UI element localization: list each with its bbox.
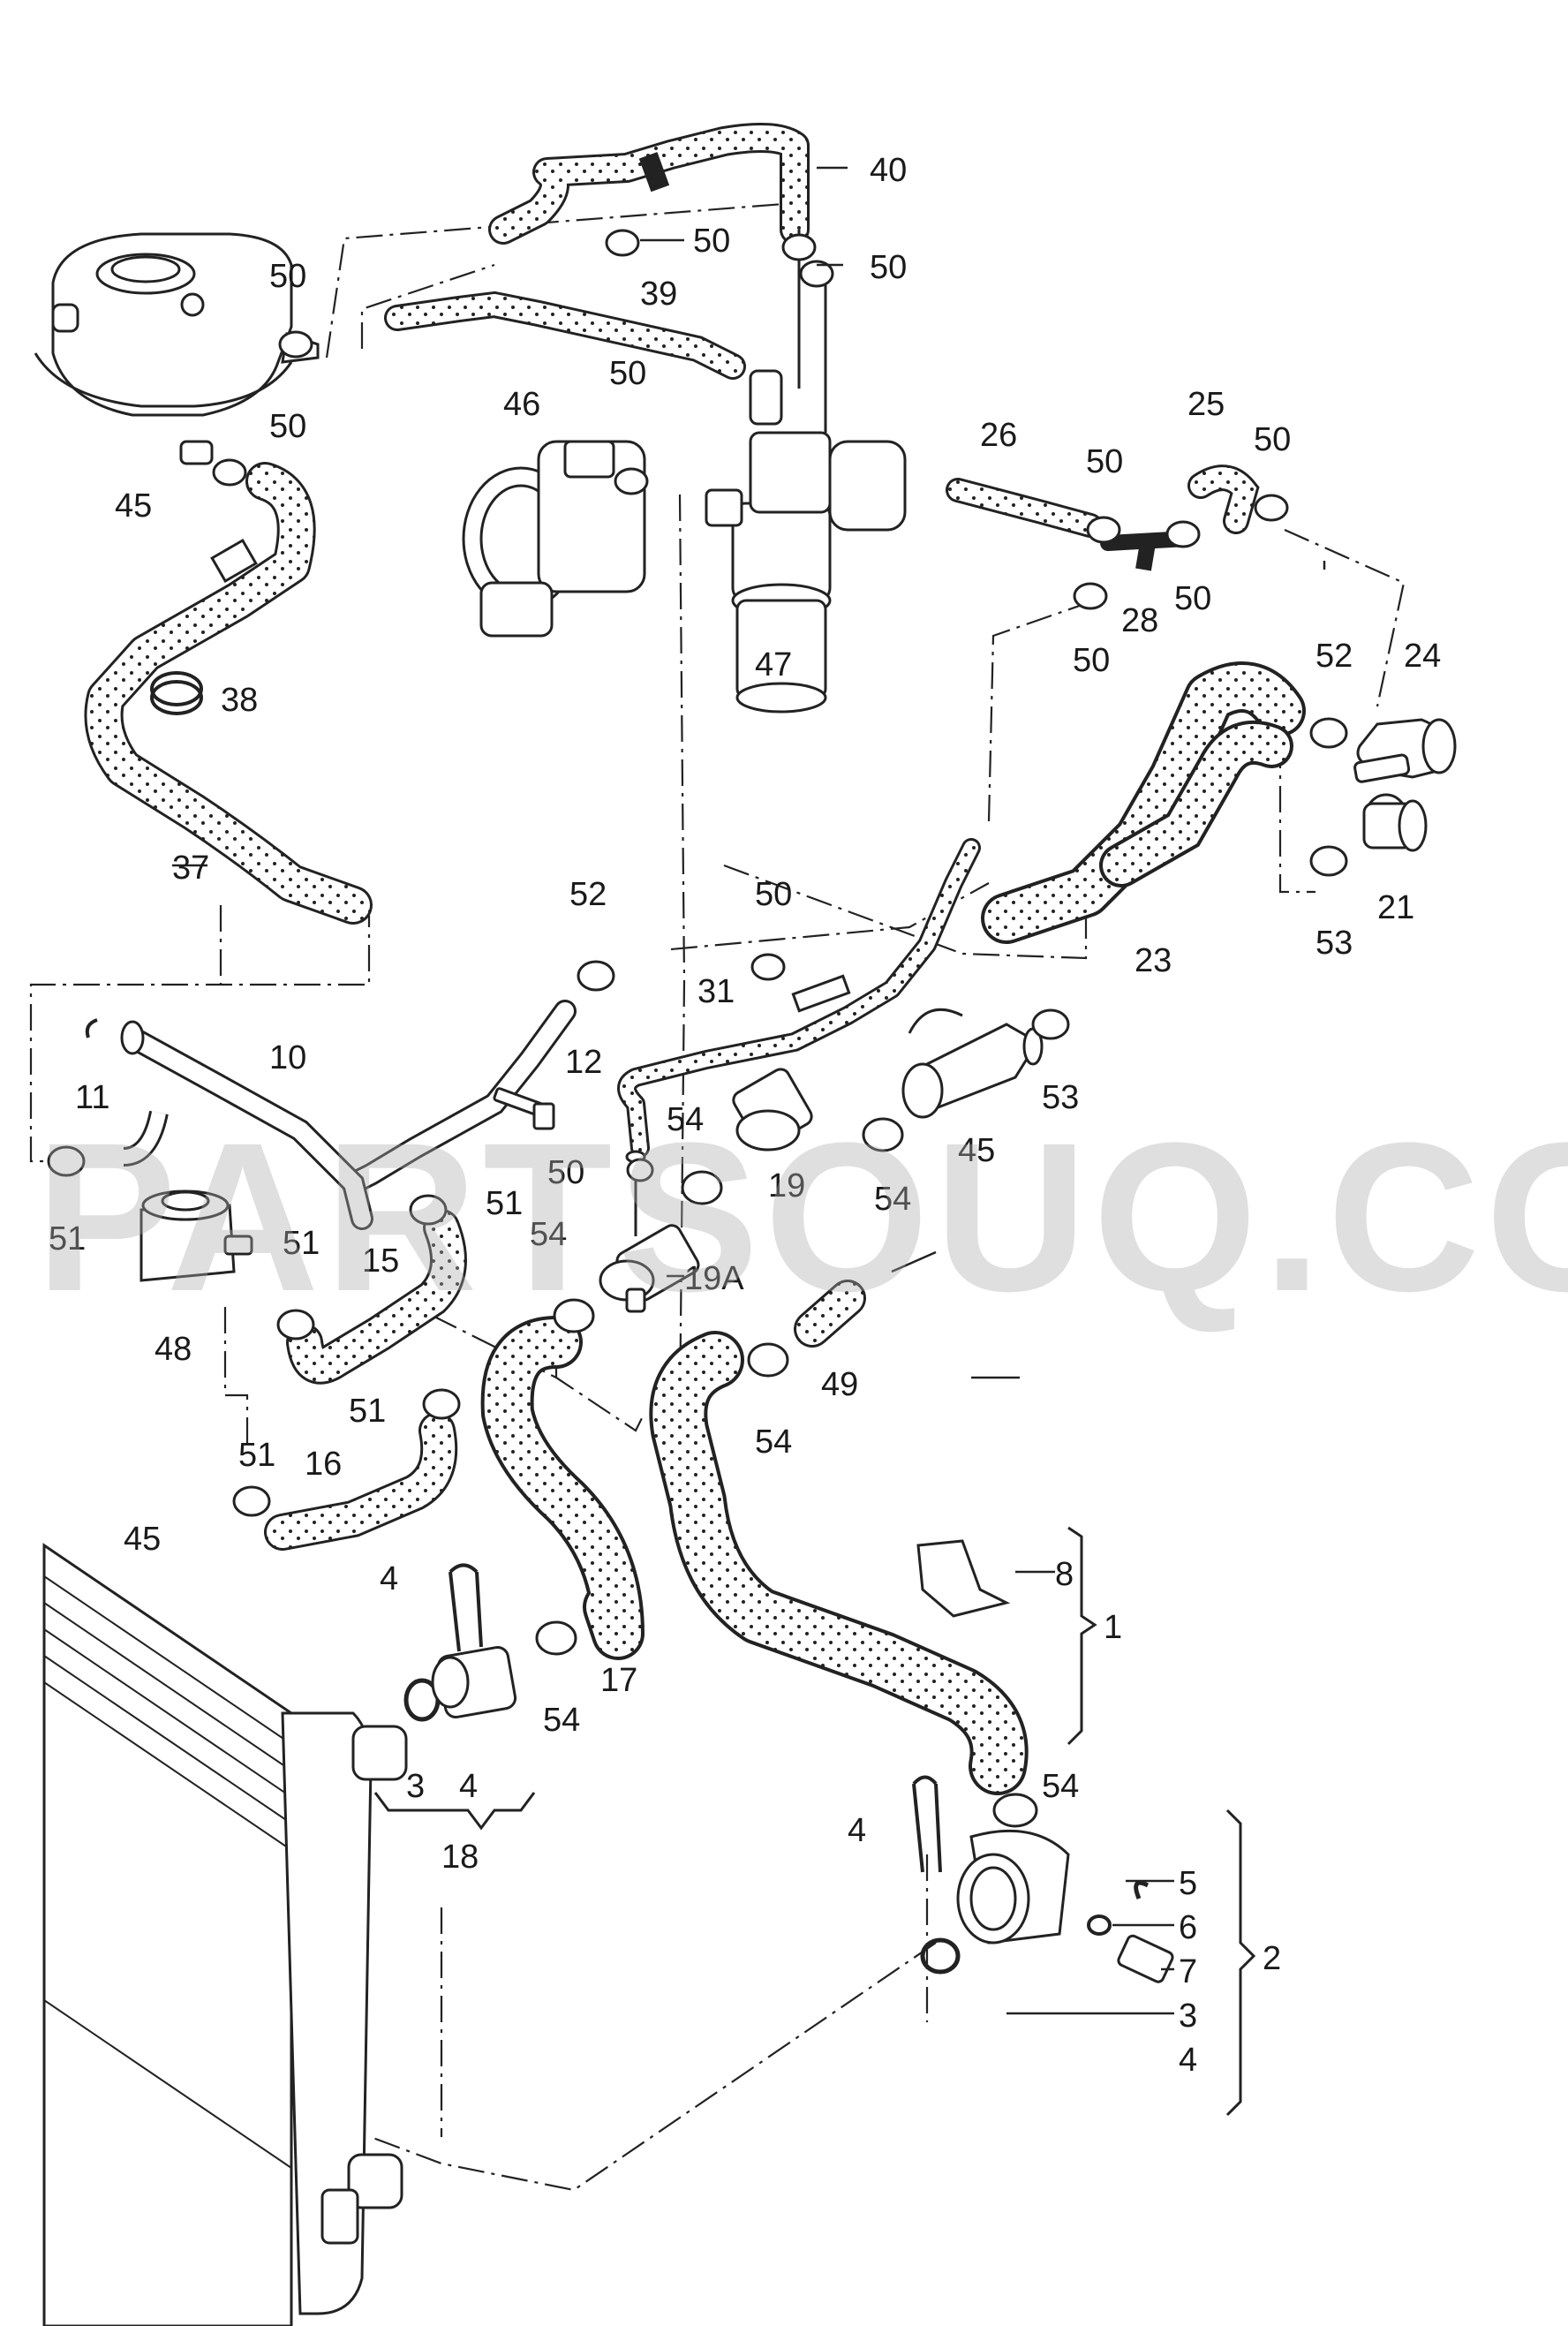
callout-23: 23 (1135, 942, 1172, 979)
bolt-12 (493, 1087, 555, 1130)
callout-54: 54 (1042, 1768, 1079, 1805)
callout-50: 50 (1174, 580, 1211, 617)
hose-37 (84, 462, 373, 925)
hoses-15-16 (264, 1209, 467, 1551)
pipe-31 (617, 838, 981, 1158)
callout-31: 31 (697, 973, 735, 1010)
coolant-valve (705, 230, 907, 714)
callout-4: 4 (459, 1768, 478, 1805)
callout-52: 52 (569, 876, 607, 913)
callout-51: 51 (238, 1437, 275, 1474)
callout-40: 40 (870, 152, 907, 189)
callout-51: 51 (49, 1220, 86, 1257)
callout-25: 25 (1187, 386, 1225, 423)
reservoir-48 (139, 1189, 253, 1282)
bracket-8 (916, 1539, 1011, 1618)
callout-4: 4 (848, 1812, 866, 1849)
hose-23 (981, 661, 1306, 944)
thermostat-housing (901, 1008, 1044, 1119)
callout-53: 53 (1042, 1079, 1079, 1116)
callout-17: 17 (600, 1662, 637, 1699)
callout-50: 50 (755, 876, 792, 913)
callout-10: 10 (269, 1039, 306, 1076)
clamp-38 (150, 671, 203, 715)
callout-50: 50 (870, 249, 907, 286)
callout-52: 52 (1315, 638, 1353, 675)
leader-lines (29, 201, 1406, 2192)
pipe-10 (85, 1000, 577, 1230)
group-braces (373, 1526, 1256, 2117)
callout-24: 24 (1404, 638, 1441, 675)
callout-15: 15 (362, 1242, 399, 1280)
callout-12: 12 (565, 1044, 602, 1081)
callout-38: 38 (221, 682, 258, 719)
throttle-body (462, 440, 646, 638)
callout-4: 4 (1179, 2042, 1197, 2079)
callout-50: 50 (693, 223, 730, 260)
callout-5: 5 (1179, 1865, 1197, 1902)
callout-50: 50 (547, 1154, 584, 1191)
callout-54: 54 (530, 1216, 567, 1253)
callout-7: 7 (1179, 1953, 1197, 1990)
callout-19A: 19A (684, 1260, 744, 1297)
callout-54: 54 (667, 1101, 704, 1138)
callout-37: 37 (172, 850, 209, 887)
callout-51: 51 (486, 1185, 523, 1222)
callout-2: 2 (1263, 1940, 1281, 1977)
callout-51: 51 (349, 1393, 386, 1430)
callout-54: 54 (874, 1181, 911, 1218)
hose-clamps (47, 229, 1348, 1828)
callout-54: 54 (755, 1424, 792, 1461)
callout-50: 50 (269, 408, 306, 445)
callout-16: 16 (305, 1446, 342, 1483)
expansion-tank (34, 232, 320, 465)
callout-numbers: 40 50 50 50 39 46 50 45 50 26 50 25 50 5… (49, 152, 1441, 2079)
callout-50: 50 (609, 355, 646, 392)
callout-45: 45 (958, 1132, 995, 1169)
callout-3: 3 (406, 1768, 425, 1805)
callout-51: 51 (283, 1225, 320, 1262)
connectors-19 (599, 1068, 813, 1313)
radiator (42, 1543, 408, 2326)
flange-18 (403, 1563, 517, 1722)
callout-26: 26 (980, 417, 1017, 454)
callout-4: 4 (380, 1560, 398, 1597)
flange-2 (912, 1775, 1174, 1983)
hose-39 (384, 291, 746, 380)
callout-46: 46 (503, 386, 540, 423)
callout-45: 45 (115, 487, 152, 525)
callout-54: 54 (543, 1702, 580, 1739)
callout-18: 18 (441, 1839, 479, 1876)
callout-50: 50 (269, 258, 306, 295)
callout-50: 50 (1086, 443, 1123, 480)
callout-39: 39 (640, 276, 677, 313)
callout-6: 6 (1179, 1909, 1197, 1946)
hose-17 (480, 1316, 645, 1660)
callout-48: 48 (155, 1331, 192, 1368)
callout-49: 49 (821, 1366, 858, 1403)
hose-40 (488, 123, 810, 245)
fittings-24-21 (1353, 718, 1457, 852)
callout-45: 45 (124, 1521, 161, 1558)
callout-3: 3 (1179, 1997, 1197, 2035)
callout-8: 8 (1055, 1556, 1074, 1593)
callout-53: 53 (1315, 925, 1353, 962)
callout-11: 11 (75, 1079, 109, 1116)
hose-49 (794, 1280, 866, 1348)
callout-19: 19 (768, 1167, 805, 1205)
callout-50: 50 (1254, 421, 1291, 458)
callout-47: 47 (755, 646, 792, 683)
callout-1: 1 (1104, 1609, 1122, 1646)
callout-21: 21 (1377, 889, 1414, 926)
hose-lower (649, 1331, 1029, 1795)
callout-50: 50 (1073, 642, 1110, 679)
callout-leaders (172, 166, 1326, 2015)
callout-28: 28 (1121, 602, 1158, 639)
